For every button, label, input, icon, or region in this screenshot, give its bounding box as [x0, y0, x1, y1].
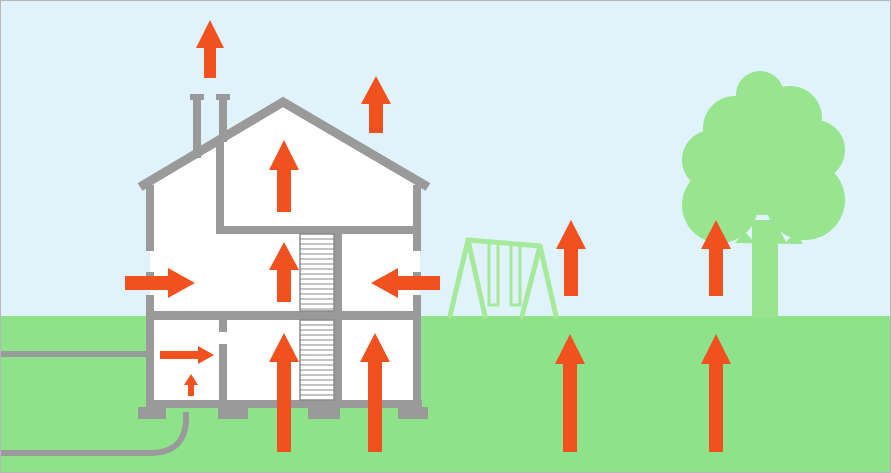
- airflow-arrows: [125, 20, 731, 452]
- arrow-up-from-ground-tree: [701, 334, 731, 452]
- arrow-up-from-ground-yard: [555, 334, 585, 452]
- arrow-up-basement-small: [184, 374, 198, 396]
- ground: [0, 316, 891, 473]
- roof: [137, 96, 431, 191]
- drain-pipe: [0, 351, 189, 456]
- arrow-up-above-roof: [361, 76, 391, 133]
- tree: [682, 71, 845, 318]
- arrow-right-basement: [160, 346, 214, 364]
- arrow-up-air-tree: [701, 220, 731, 296]
- arrow-up-from-ground-right-room: [360, 333, 390, 452]
- attic-walls: [216, 138, 421, 234]
- floor-slabs: [146, 226, 421, 408]
- swing-set: [447, 237, 559, 319]
- staircase: [299, 233, 335, 401]
- arrow-up-attic: [269, 140, 299, 212]
- arrow-up-from-ground-under-stairs: [269, 333, 299, 452]
- arrow-up-middle-floor: [269, 242, 299, 302]
- arrow-right-into-house: [125, 268, 195, 298]
- arrow-up-above-chimney: [196, 20, 224, 78]
- arrow-left-into-house: [371, 268, 440, 298]
- arrow-up-air-yard: [556, 220, 586, 296]
- chimney: [190, 94, 230, 158]
